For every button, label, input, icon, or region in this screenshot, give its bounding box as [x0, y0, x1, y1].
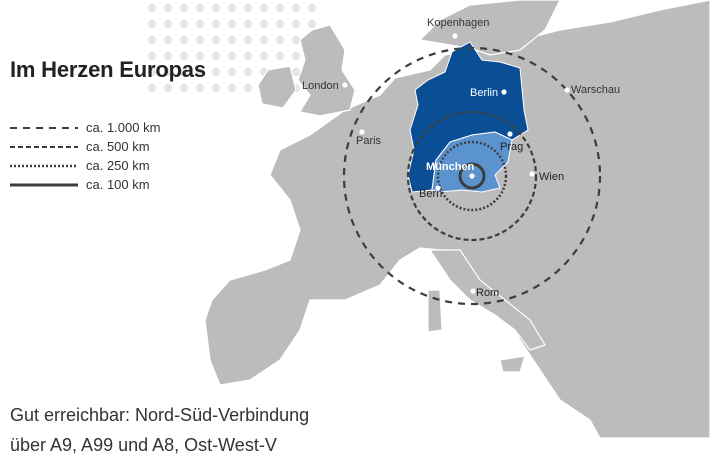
city-dots — [342, 33, 570, 294]
legend-line-500km — [10, 145, 78, 148]
ring-100km — [458, 162, 486, 190]
dot-london — [342, 82, 348, 88]
ireland — [257, 65, 297, 109]
legend-line-1000km — [10, 126, 78, 129]
footer-text: Gut erreichbar: Nord-Süd-Verbindung über… — [10, 400, 309, 460]
italy — [428, 249, 546, 351]
label-kopenhagen: Kopenhagen — [427, 17, 489, 29]
legend-row-500km: ca. 500 km — [8, 137, 160, 156]
label-warschau: Warschau — [571, 84, 620, 96]
ring-250km — [436, 140, 508, 212]
label-paris: Paris — [356, 135, 382, 147]
legend-row-1000km: ca. 1.000 km — [8, 118, 160, 137]
great-britain — [297, 24, 356, 117]
legend-row-250km: ca. 250 km — [8, 156, 160, 175]
legend-row-100km: ca. 100 km — [8, 175, 160, 194]
legend-line-100km — [10, 183, 78, 186]
land-masses — [204, 0, 710, 438]
dot-bern — [435, 185, 441, 191]
europe-map: Kopenhagen London Berlin Warschau Paris … — [140, 0, 710, 438]
ring-1000km — [342, 46, 602, 306]
legend-line-250km — [10, 164, 78, 167]
label-wien: Wien — [539, 171, 564, 183]
label-bern: Bern — [419, 188, 442, 200]
legend-label-1000km: ca. 1.000 km — [86, 120, 161, 135]
label-berlin: Berlin — [470, 87, 498, 99]
label-london: London — [302, 80, 339, 92]
continent-land — [204, 0, 710, 438]
footer-line-2: über A9, A99 und A8, Ost-West-V — [10, 435, 277, 455]
distance-legend: ca. 1.000 km ca. 500 km ca. 250 km ca. 1… — [8, 118, 160, 194]
label-prag: Prag — [500, 141, 523, 153]
dot-berlin — [501, 89, 507, 95]
distance-rings — [342, 46, 602, 306]
sardinia — [427, 289, 443, 333]
legend-label-250km: ca. 250 km — [86, 158, 150, 173]
dot-prag — [507, 131, 513, 137]
dot-kopenhagen — [452, 33, 458, 39]
legend-label-100km: ca. 100 km — [86, 177, 150, 192]
dot-paris — [359, 129, 365, 135]
dot-rom — [470, 288, 476, 294]
footer-line-1: Gut erreichbar: Nord-Süd-Verbindung — [10, 405, 310, 425]
label-rom: Rom — [476, 287, 499, 299]
dot-warschau — [564, 87, 570, 93]
label-muenchen: München — [426, 161, 475, 173]
legend-label-500km: ca. 500 km — [86, 139, 150, 154]
dot-muenchen — [469, 173, 475, 179]
map-title: Im Herzen Europas — [10, 57, 206, 82]
dot-wien — [529, 171, 535, 177]
ring-500km — [406, 110, 538, 242]
sicily — [499, 355, 526, 373]
